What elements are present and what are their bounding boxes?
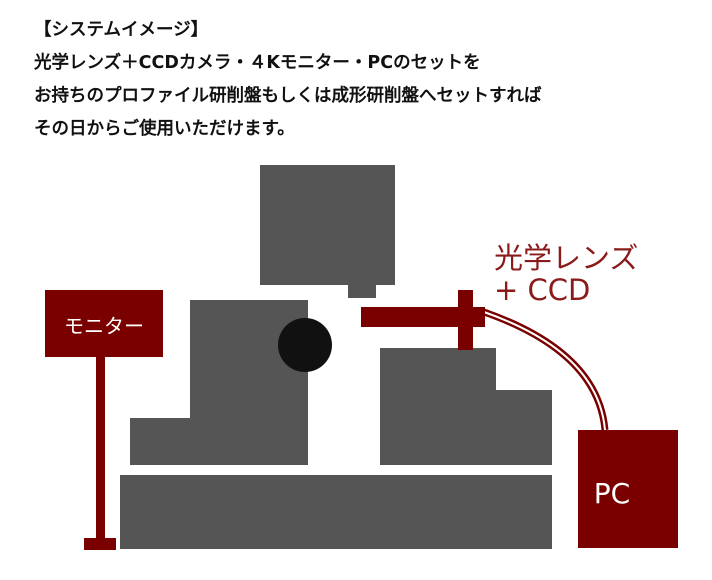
caption-heading: 【システムイメージ】 [34,20,209,40]
caption-line-2: お持ちのプロファイル研削盤もしくは成形研削盤へセットすれば [34,86,542,106]
pc-box [578,430,678,548]
lens-cable [482,308,609,431]
monitor-screen [45,290,163,357]
monitor-stand-base [84,538,116,550]
monitor: モニター [45,290,163,550]
grinding-machine [120,165,552,549]
work-table [380,348,496,465]
caption-line-1: 光学レンズ＋CCDカメラ・４Kモニター・PCのセットを [34,53,481,73]
lens-barrel [458,290,473,350]
work-table-step [494,390,552,465]
pc: PC [578,430,678,548]
machine-head [260,165,395,285]
lens-label-line2: + CCD [494,273,590,307]
optical-lens-ccd [361,290,485,350]
grinding-wheel [278,318,332,372]
caption: 【システムイメージ】 光学レンズ＋CCDカメラ・４Kモニター・PCのセットを お… [34,14,694,146]
lens-arm [361,307,485,327]
machine-base [120,475,552,549]
pc-label: PC [594,477,630,510]
lens-label-line1: 光学レンズ [494,241,638,275]
machine-column-step [130,418,192,465]
machine-head-neck [348,283,376,298]
caption-line-3: その日からご使用いただけます。 [34,119,295,139]
monitor-label: モニター [64,314,144,338]
monitor-stand-pole [96,355,105,540]
